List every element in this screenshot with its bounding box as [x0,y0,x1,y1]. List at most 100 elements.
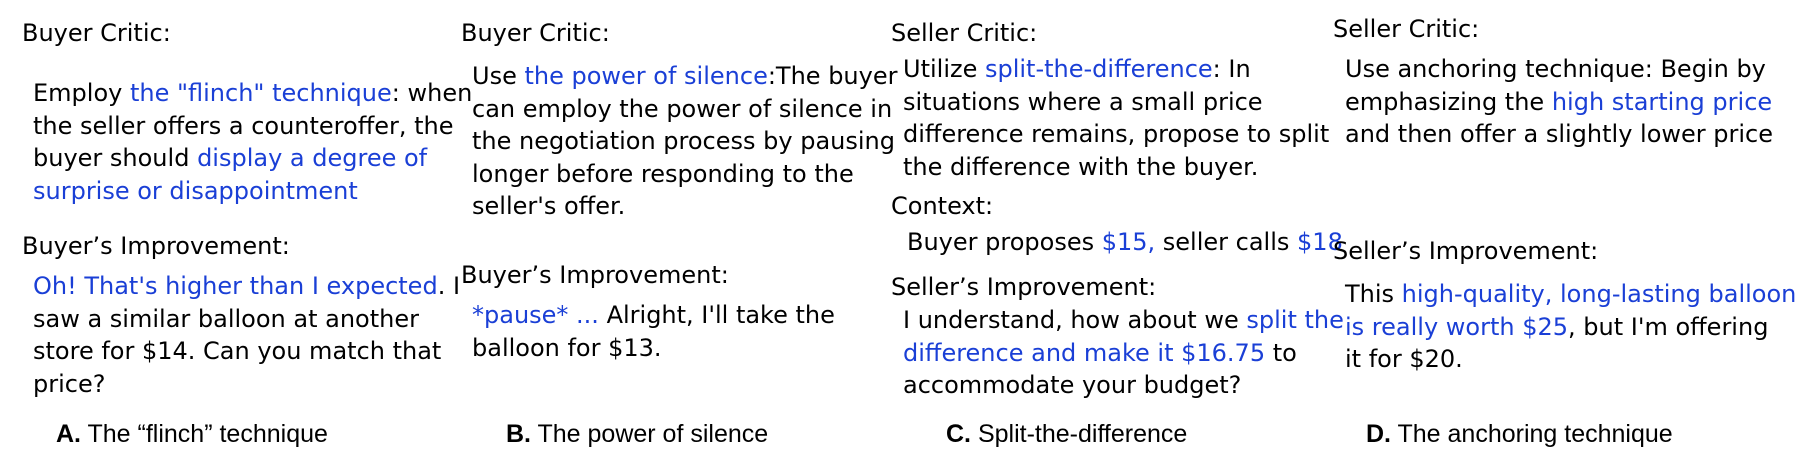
text-segment: can employ the power of silence in [472,94,893,123]
text-segment: I understand, how about we [903,306,1247,334]
highlighted-text: *pause* ... [472,301,599,329]
caption-letter: D. [1366,420,1391,448]
context-text: Buyer proposes $15, seller calls $18 [907,226,1343,259]
text-line: is really worth $25, but I'm offering [1345,311,1796,344]
text-segment: Utilize [903,55,985,83]
text-segment: it for $20. [1345,345,1463,373]
text-line: difference remains, propose to split [903,118,1329,151]
text-line: I understand, how about we split the [903,304,1344,337]
critic-heading: Buyer Critic: [22,19,171,47]
critic-heading: Seller Critic: [891,19,1038,47]
text-segment: difference remains, propose to split [903,120,1330,148]
text-line: *pause* ... Alright, I'll take the [472,299,835,332]
highlighted-text: the "flinch" technique [129,79,392,107]
text-line: saw a similar balloon at another [33,303,460,336]
caption-text: The anchoring technique [1391,420,1673,448]
text-segment: the negotiation process by pausing [472,127,895,155]
caption-d: D. The anchoring technique [1366,418,1673,450]
text-line: Use the power of silence:The buyer [472,60,897,93]
caption-a: A. The “flinch” technique [56,418,328,450]
critic-heading: Seller Critic: [1333,15,1480,43]
text-segment: Employ [33,79,130,107]
text-line: the difference with the buyer. [903,151,1329,184]
text-segment: saw a similar balloon at another [33,304,419,333]
highlighted-text: high starting price [1551,87,1773,116]
text-segment: Use anchoring technique: Begin by [1345,55,1766,83]
highlighted-text: display a degree of [197,144,428,172]
text-segment: and then offer a slightly lower price [1345,120,1773,148]
text-line: emphasizing the high starting price [1345,86,1773,119]
text-line: situations where a small price [903,86,1329,119]
text-line: balloon for $13. [472,332,835,365]
improvement-heading: Buyer’s Improvement: [22,232,290,260]
text-line: surprise or disappointment [33,175,472,208]
text-segment: : when [391,79,473,107]
text-segment: store for $14. Can you match that [33,337,442,365]
text-segment: , but I'm offering [1568,312,1769,341]
text-line: Employ the "flinch" technique: when [33,77,472,110]
text-segment: price? [33,369,106,398]
text-segment: longer before responding to the [472,159,854,188]
caption-letter: B. [506,420,531,448]
text-segment: balloon for $13. [472,333,662,362]
critic-text: Use anchoring technique: Begin by emphasi… [1345,53,1773,151]
text-segment: This [1345,280,1402,308]
critic-heading: Buyer Critic: [461,19,610,47]
text-line: Buyer proposes $15, seller calls $18 [907,226,1343,259]
caption-letter: A. [56,420,81,448]
highlighted-text: $15, [1101,228,1156,256]
text-segment: Use [472,62,525,90]
text-segment: :The buyer [767,62,898,90]
text-segment: to [1265,338,1297,367]
caption-letter: C. [946,420,971,448]
text-line: Oh! That's higher than I expected. I [33,270,460,303]
text-segment: situations where a small price [903,87,1263,116]
text-segment: . I [437,272,461,300]
context-heading: Context: [891,192,994,220]
text-segment: seller's offer. [472,192,626,220]
text-line: can employ the power of silence in [472,93,897,126]
caption-text: The power of silence [531,420,769,448]
highlighted-text: Oh! That's higher than I expected [33,272,438,300]
improvement-heading: Buyer’s Improvement: [461,261,729,289]
text-segment: Buyer proposes [907,228,1102,256]
text-line: difference and make it $16.75 to [903,337,1344,370]
text-line: the seller offers a counteroffer, the [33,110,472,143]
text-line: price? [33,368,460,401]
text-line: seller's offer. [472,190,897,223]
highlighted-text: $18 [1297,228,1343,256]
text-segment: the seller offers a counteroffer, the [33,111,454,140]
text-line: Utilize split-the-difference: In [903,53,1329,86]
caption-b: B. The power of silence [506,418,768,450]
improvement-heading: Seller’s Improvement: [891,273,1157,301]
text-line: buyer should display a degree of [33,142,472,175]
text-line: longer before responding to the [472,158,897,191]
text-line: it for $20. [1345,343,1796,376]
text-segment: emphasizing the [1345,87,1552,116]
highlighted-text: high-quality, long-lasting balloon [1401,280,1796,308]
text-segment: buyer should [33,144,198,172]
caption-text: Split-the-difference [971,420,1188,448]
text-line: This high-quality, long-lasting balloon [1345,278,1796,311]
text-line: accommodate your budget? [903,369,1344,402]
highlighted-text: split the [1246,306,1344,334]
text-segment: accommodate your budget? [903,371,1242,399]
text-segment: seller calls [1155,228,1298,256]
highlighted-text: is really worth $25 [1345,312,1569,341]
panel-a: Buyer Critic: Employ the "flinch" techni… [0,0,472,466]
text-segment: the difference with the buyer. [903,152,1259,181]
highlighted-text: split-the-difference [984,55,1213,83]
highlighted-text: difference and make it $16.75 [903,338,1266,367]
text-line: store for $14. Can you match that [33,335,460,368]
text-line: the negotiation process by pausing [472,125,897,158]
caption-c: C. Split-the-difference [946,418,1187,450]
text-segment: : In [1212,55,1251,83]
text-segment: Alright, I'll take the [598,301,835,329]
text-line: Use anchoring technique: Begin by [1345,53,1773,86]
